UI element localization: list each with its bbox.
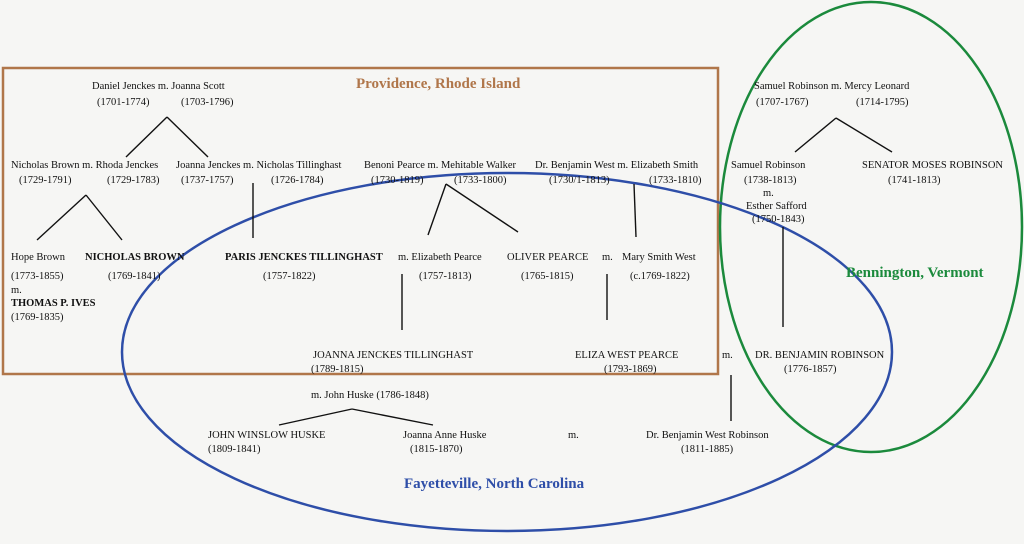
line-huske-to-john <box>278 408 353 426</box>
benoni-mehitable-couple: Benoni Pearce m. Mehitable Walker <box>364 160 517 171</box>
hope-brown-marriage: m. <box>11 285 22 296</box>
oliver-pearce-dates: (1765-1815) <box>521 271 574 282</box>
daniel-jenckes-dates: (1701-1774) <box>97 97 150 108</box>
line-robinson-to-moses <box>835 117 893 153</box>
region-label-providence: Providence, Rhode Island <box>356 76 521 92</box>
samuel-robinson-jr-marriage: m. <box>763 188 774 199</box>
esther-safford: Esther Safford <box>746 201 807 212</box>
thomas-p-ives: THOMAS P. IVES <box>11 298 96 309</box>
line-huske-to-joanna-anne <box>351 408 434 426</box>
joanna-nicholas-couple: Joanna Jenckes m. Nicholas Tillinghast <box>176 160 342 171</box>
line-jenckes-to-joanna <box>166 116 209 158</box>
mehitable-walker-dates: (1733-1800) <box>454 175 507 186</box>
elizabeth-pearce: m. Elizabeth Pearce <box>398 252 482 263</box>
joanna-jenckes-tillinghast-dates: (1789-1815) <box>311 364 364 375</box>
fayetteville-region-ellipse <box>120 171 894 533</box>
eliza-west-pearce-marriage: m. <box>722 350 733 361</box>
nicholas-brown-dates: (1769-1841) <box>108 271 161 282</box>
john-winslow-huske: JOHN WINSLOW HUSKE <box>208 430 326 441</box>
line-brown-to-nicholas <box>85 194 123 241</box>
line-pearce-to-elizabeth <box>427 183 447 236</box>
line-west-to-mary <box>633 183 637 238</box>
nicholas-rhoda-couple: Nicholas Brown m. Rhoda Jenckes <box>11 160 159 171</box>
joanna-jenckes-tillinghast: JOANNA JENCKES TILLINGHAST <box>313 350 474 361</box>
joanna-anne-huske: Joanna Anne Huske <box>403 430 487 441</box>
john-huske-marriage: m. John Huske (1786-1848) <box>311 390 429 401</box>
samuel-robinson-jr: Samuel Robinson <box>731 160 806 171</box>
region-label-bennington: Bennington, Vermont <box>846 265 984 281</box>
nicholas-brown: NICHOLAS BROWN <box>85 252 185 263</box>
samuel-mercy-couple: Samuel Robinson m. Mercy Leonard <box>754 81 910 92</box>
oliver-pearce-marriage: m. <box>602 252 613 263</box>
bennington-region-ellipse <box>718 0 1024 454</box>
region-label-fayetteville: Fayetteville, North Carolina <box>404 476 585 492</box>
benjamin-west-dates: (1730/1-1813) <box>549 175 610 186</box>
daniel-jenckes-couple: Daniel Jenckes m. Joanna Scott <box>92 81 225 92</box>
line-robinson-to-samuel <box>794 117 837 153</box>
benjamin-elizabeth-couple: Dr. Benjamin West m. Elizabeth Smith <box>535 160 699 171</box>
line-brown-to-hope <box>36 194 87 241</box>
senator-moses-robinson: SENATOR MOSES ROBINSON <box>862 160 1004 171</box>
lineage-lines <box>36 116 893 426</box>
rhoda-jenckes-dates: (1729-1783) <box>107 175 160 186</box>
joanna-jenckes-dates: (1737-1757) <box>181 175 234 186</box>
elizabeth-pearce-dates: (1757-1813) <box>419 271 472 282</box>
mary-smith-west: Mary Smith West <box>622 252 696 263</box>
joanna-anne-huske-marriage: m. <box>568 430 579 441</box>
joanna-scott-dates: (1703-1796) <box>181 97 234 108</box>
hope-brown: Hope Brown <box>11 252 65 263</box>
eliza-west-pearce-dates: (1793-1869) <box>604 364 657 375</box>
paris-jenckes-tillinghast-dates: (1757-1822) <box>263 271 316 282</box>
thomas-p-ives-dates: (1769-1835) <box>11 312 64 323</box>
senator-moses-robinson-dates: (1741-1813) <box>888 175 941 186</box>
john-winslow-huske-dates: (1809-1841) <box>208 444 261 455</box>
samuel-sr-dates: (1707-1767) <box>756 97 809 108</box>
dr-benjamin-west-robinson-dates: (1811-1885) <box>681 444 734 455</box>
line-pearce-to-oliver <box>445 183 519 233</box>
dr-benjamin-robinson: DR. BENJAMIN ROBINSON <box>755 350 885 361</box>
benoni-pearce-dates: (1730-1819) <box>371 175 424 186</box>
nicholas-tillinghast-dates: (1726-1784) <box>271 175 324 186</box>
mary-smith-west-dates: (c.1769-1822) <box>630 271 690 282</box>
providence-region-box <box>1 66 720 376</box>
nicholas-brown-sr-dates: (1729-1791) <box>19 175 72 186</box>
eliza-west-pearce: ELIZA WEST PEARCE <box>575 350 679 361</box>
dr-benjamin-robinson-dates: (1776-1857) <box>784 364 837 375</box>
esther-safford-dates: (1750-1843) <box>752 214 805 225</box>
samuel-robinson-jr-dates: (1738-1813) <box>744 175 797 186</box>
hope-brown-dates: (1773-1855) <box>11 271 64 282</box>
paris-jenckes-tillinghast: PARIS JENCKES TILLINGHAST <box>225 252 383 263</box>
mercy-leonard-dates: (1714-1795) <box>856 97 909 108</box>
line-jenckes-to-rhoda <box>125 116 168 158</box>
joanna-anne-huske-dates: (1815-1870) <box>410 444 463 455</box>
dr-benjamin-west-robinson: Dr. Benjamin West Robinson <box>646 430 769 441</box>
elizabeth-smith-dates: (1733-1810) <box>649 175 702 186</box>
oliver-pearce: OLIVER PEARCE <box>507 252 589 263</box>
